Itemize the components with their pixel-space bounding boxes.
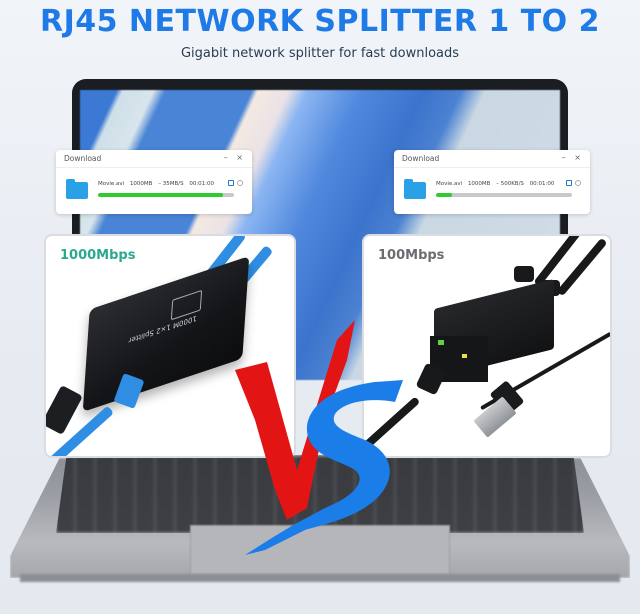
speed-label: 1000Mbps xyxy=(60,248,136,263)
window-controls[interactable]: – × xyxy=(223,153,246,162)
laptop-front-edge xyxy=(20,574,620,582)
product-panel-fast-ethernet: 100Mbps xyxy=(362,234,612,458)
cancel-icon[interactable] xyxy=(237,180,243,186)
window-controls[interactable]: – × xyxy=(561,153,584,162)
download-info: Movie.avi 1000MB – 35MB/S 00:01:00 xyxy=(98,181,218,187)
laptop-trackpad xyxy=(190,525,450,575)
v-letter xyxy=(235,320,355,520)
progress-bar xyxy=(436,193,572,197)
pause-icon[interactable] xyxy=(566,180,572,186)
time-remaining: 00:01:00 xyxy=(529,181,555,187)
download-window-slow: Download – × Movie.avi 1000MB – 500KB/S … xyxy=(394,150,590,214)
led-indicator-yellow xyxy=(462,354,467,358)
led-indicator-green xyxy=(438,340,444,345)
folder-icon xyxy=(404,179,426,199)
folder-icon xyxy=(66,179,88,199)
versus-icon xyxy=(235,320,403,555)
device-label: 1000M 1×2 Splitter xyxy=(128,313,198,345)
time-remaining: 00:01:00 xyxy=(189,181,215,187)
titlebar-divider xyxy=(394,167,590,168)
file-name: Movie.avi xyxy=(98,181,125,187)
rj45-plug-icon xyxy=(514,266,534,282)
cancel-icon[interactable] xyxy=(575,180,581,186)
progress-fill xyxy=(98,193,224,197)
page-subtitle: Gigabit network splitter for fast downlo… xyxy=(180,46,460,61)
download-speed: – 35MB/S xyxy=(158,181,184,187)
titlebar-divider xyxy=(56,167,252,168)
product-panel-gigabit: 1000Mbps 1000M 1×2 Splitter xyxy=(44,234,296,458)
progress-bar xyxy=(98,193,234,197)
speed-label: 100Mbps xyxy=(378,248,445,263)
progress-fill xyxy=(436,193,453,197)
download-window-fast: Download – × Movie.avi 1000MB – 35MB/S 0… xyxy=(56,150,252,214)
network-icon xyxy=(170,289,203,321)
usb-c-plug-icon xyxy=(46,384,83,436)
window-title: Download xyxy=(64,154,102,163)
page-title: RJ45 NETWORK SPLITTER 1 TO 2 xyxy=(39,4,601,39)
file-size: 1000MB xyxy=(129,181,153,187)
download-speed: – 500KB/S xyxy=(496,181,524,187)
file-name: Movie.avi xyxy=(436,181,463,187)
download-info: Movie.avi 1000MB – 500KB/S 00:01:00 xyxy=(436,181,558,187)
pause-icon[interactable] xyxy=(228,180,234,186)
s-letter xyxy=(245,380,403,555)
window-title: Download xyxy=(402,154,440,163)
file-size: 1000MB xyxy=(467,181,491,187)
